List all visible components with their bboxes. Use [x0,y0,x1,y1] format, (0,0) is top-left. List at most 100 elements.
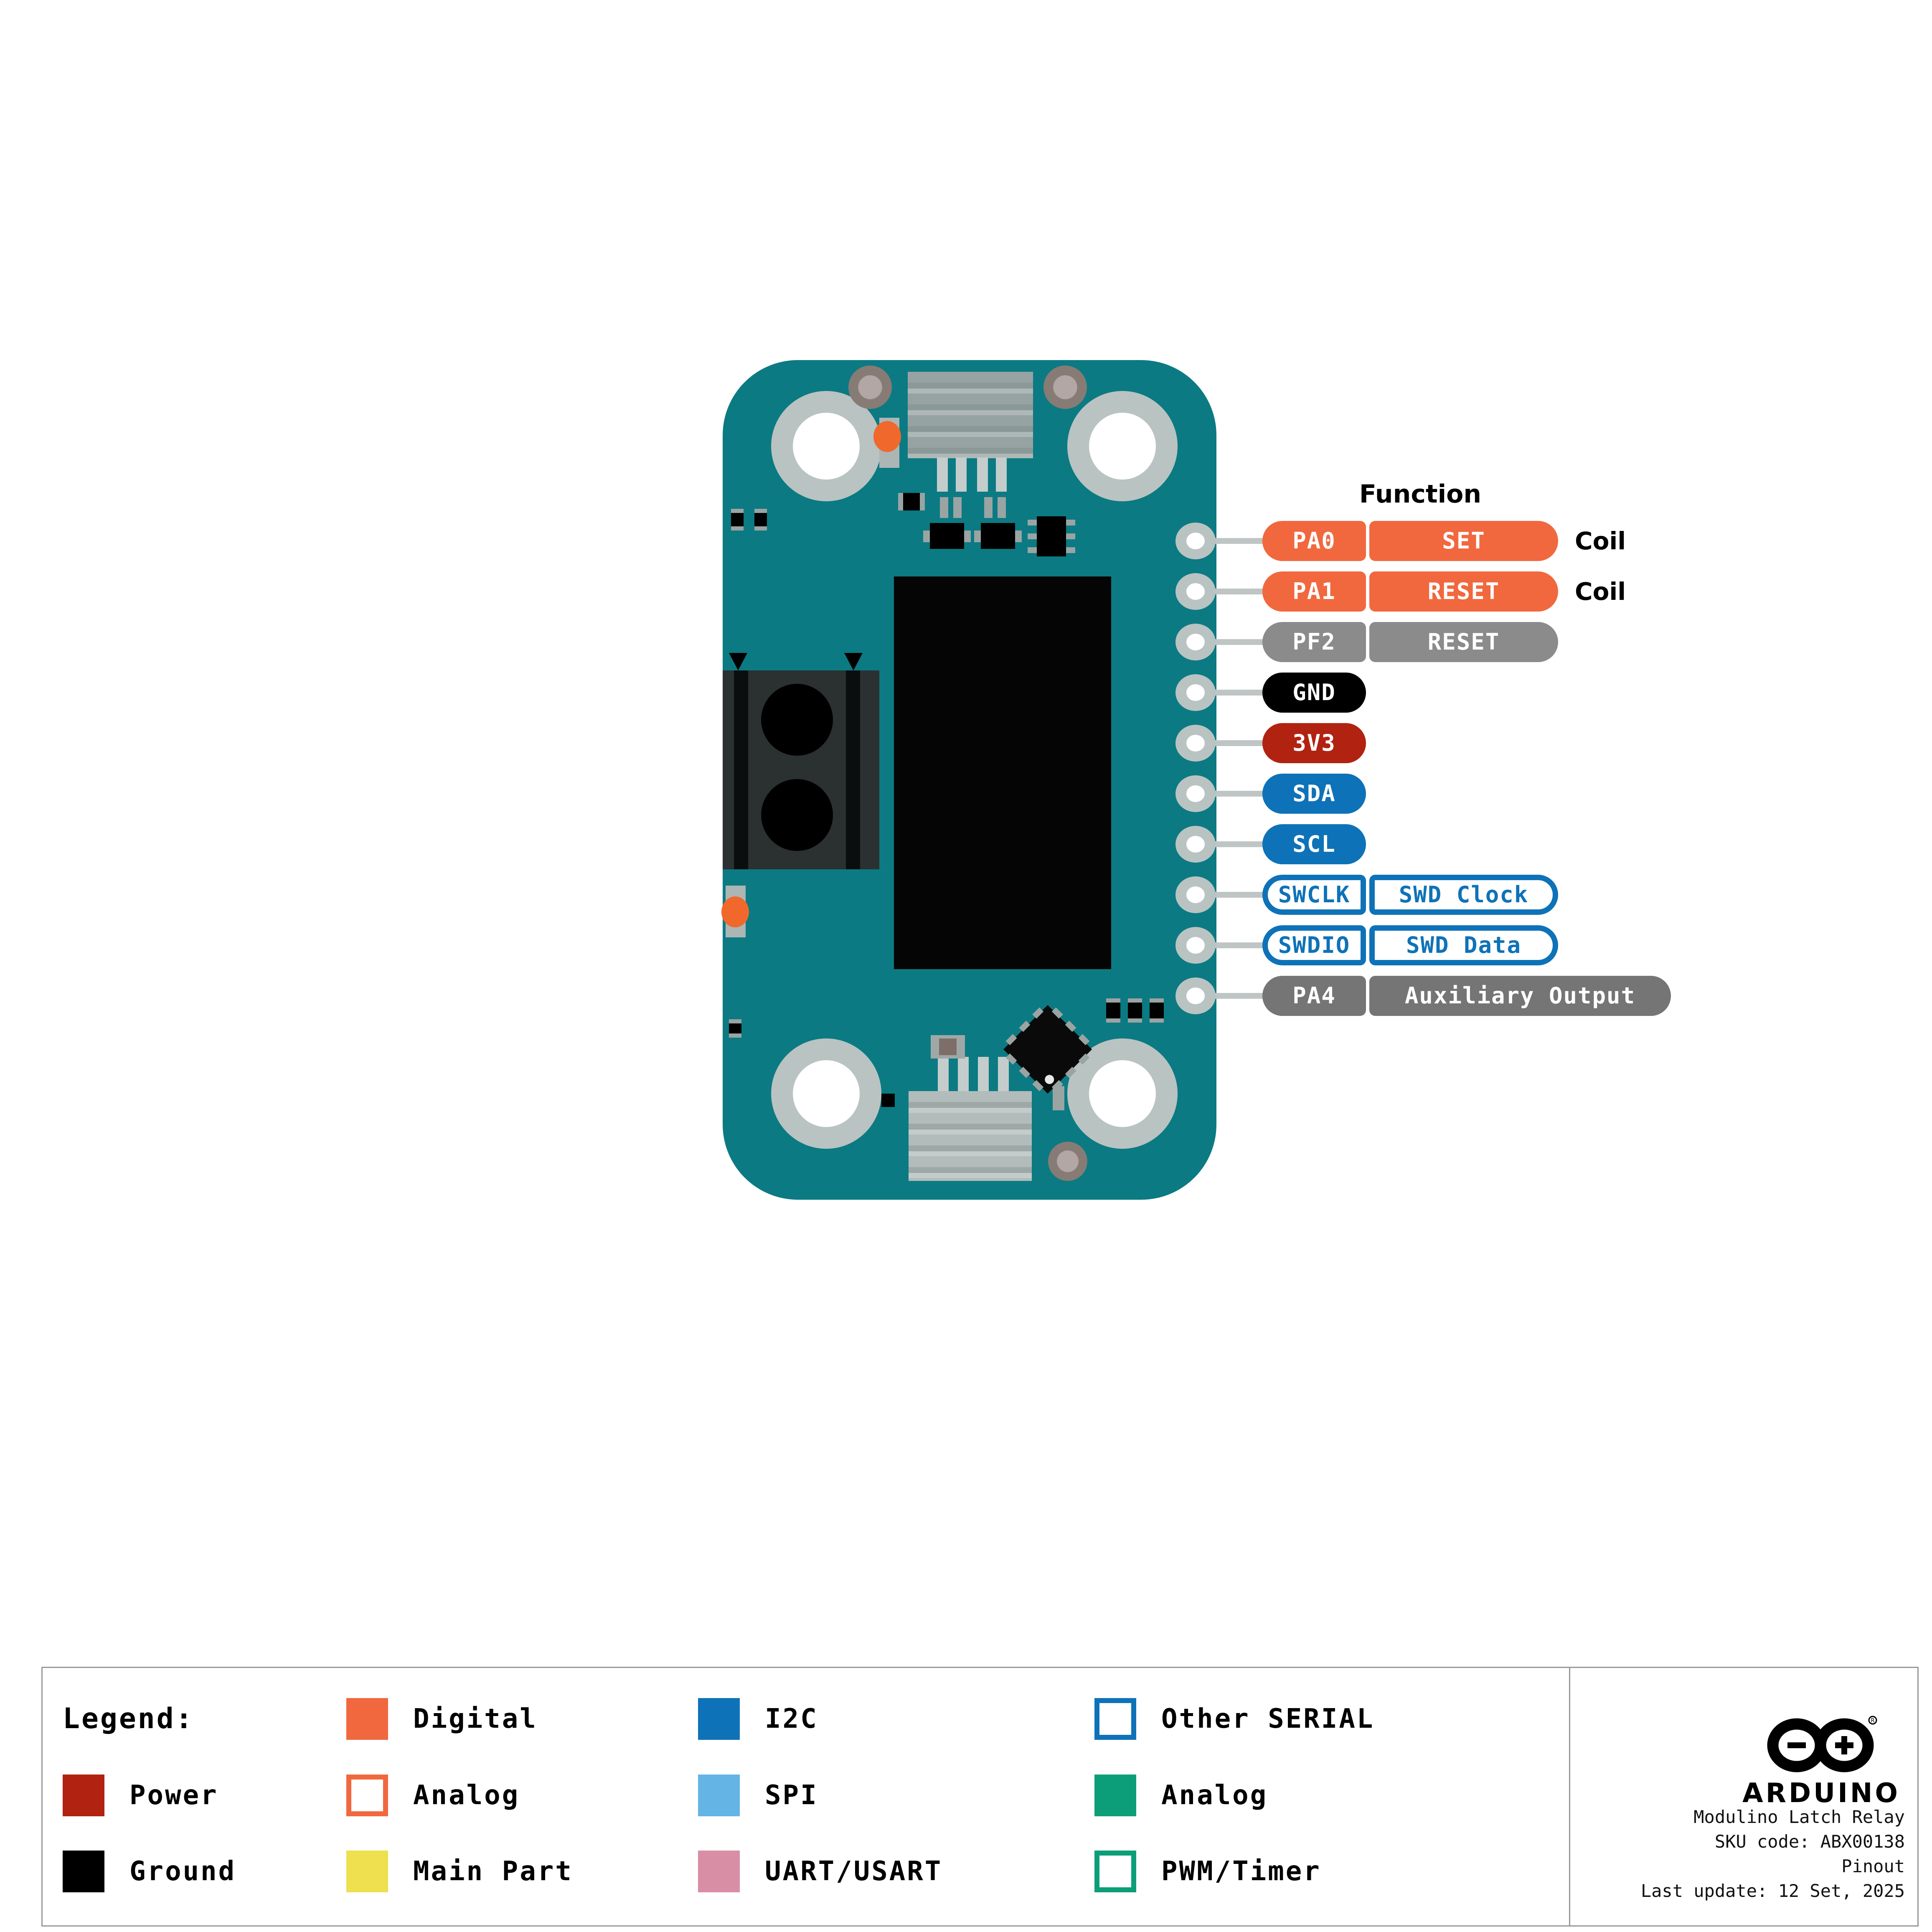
legend-label-power: Power [129,1780,218,1811]
legend-label-i2c: I2C [765,1704,818,1734]
product-name: Modulino Latch Relay [1693,1807,1905,1827]
connector-pin [938,1057,949,1091]
smd-component [998,497,1006,518]
leader-line [1211,841,1266,847]
pad-hole [1186,684,1205,701]
smd-component [984,497,993,518]
legend-swatch-ground [63,1851,104,1892]
pin-name-pf2: PF2 [1262,622,1366,662]
arduino-wordmark: ARDUINO [1742,1778,1900,1809]
solder-pad [1175,573,1216,610]
smd-ic [1028,516,1075,556]
status-led-top [873,421,901,452]
pad-hole [1186,583,1205,600]
resonator-core [939,1038,957,1055]
ic-lead [1028,520,1037,526]
pin-name-scl: SCL [1262,824,1366,864]
connector-pin [998,1057,1009,1091]
terminal-screw-hole [761,779,833,851]
solder-pad [1175,876,1216,913]
legend-swatch-digital [346,1698,388,1740]
legend-swatch-other-serial [1094,1698,1136,1740]
connector-pin [958,1057,969,1091]
legend-divider [1569,1667,1570,1927]
pin-function-swclk: SWD Clock [1369,875,1558,915]
pin-note-coil: Coil [1575,577,1626,606]
solder-pad [1175,927,1216,964]
connector-pin [996,457,1007,492]
solder-pad [1175,523,1216,559]
pad-hole [1186,937,1205,954]
mounting-hole-bore [793,413,860,480]
legend-label-analog-green: Analog [1161,1780,1268,1811]
legend-swatch-analog-outline [346,1775,388,1816]
terminal-marker-triangle [844,653,863,670]
mounting-hole-top-right [1067,391,1178,501]
solder-pad [1175,775,1216,812]
legend-swatch-analog-green [1094,1775,1136,1816]
screw-top-right [1043,366,1087,409]
pin-name-3v3: 3V3 [1262,723,1366,763]
leader-line [1211,589,1266,594]
ic-lead [1028,533,1037,539]
pad-hole [1186,533,1205,549]
legend-swatch-power [63,1775,104,1816]
smd-capacitor [1150,998,1164,1023]
screw-top-left [848,366,892,409]
pin-function-swdio: SWD Data [1369,925,1558,965]
smd-component [940,497,948,518]
latch-relay [894,576,1111,969]
mounting-hole-bore [793,1060,860,1127]
leader-line [1211,993,1266,999]
solder-pad [1175,826,1216,863]
legend-title: Legend: [63,1702,194,1735]
smd-transistor [974,523,1022,549]
solder-pad [1175,624,1216,660]
leader-line [1211,690,1266,696]
pad-hole [1186,735,1205,751]
connector-pin [978,1057,989,1091]
terminal-slot [734,670,748,869]
legend-swatch-pwm-timer [1094,1851,1136,1892]
pin-function-pa4: Auxiliary Output [1369,976,1671,1016]
terminal-screw-hole [761,684,833,756]
solder-pad [1175,977,1216,1014]
smd-component [953,497,962,518]
pad-hole [1186,988,1205,1004]
doc-type: Pinout [1841,1856,1905,1876]
mounting-hole-top-left [771,391,881,501]
qwiic-connector-top [908,372,1033,458]
connector-pin [977,457,988,492]
transistor-lead [964,531,971,542]
smd-component [881,1094,895,1107]
connector-pin [937,457,948,492]
legend-swatch-main-part [346,1851,388,1892]
smd-resonator [931,1035,965,1059]
smd-capacitor [1128,998,1142,1023]
legend-swatch-uart [698,1851,740,1892]
leader-line [1211,639,1266,645]
screw-terminal-block [723,670,879,869]
connector-pin [956,457,967,492]
function-column-header: Function [1359,480,1482,509]
transistor-lead [923,531,930,542]
pad-hole [1186,836,1205,853]
arduino-logo-icon: R [1765,1715,1878,1775]
terminal-marker-triangle [729,653,747,670]
legend-label-spi: SPI [765,1780,818,1811]
sku-code: SKU code: ABX00138 [1714,1831,1905,1852]
mounting-hole-bore [1089,413,1156,480]
pin-name-sda: SDA [1262,774,1366,814]
qwiic-connector-bottom [909,1091,1032,1181]
solder-pad [1175,725,1216,762]
legend-label-ground: Ground [129,1856,236,1887]
legend-label-pwm-timer: PWM/Timer [1161,1856,1321,1887]
legend-label-digital: Digital [413,1704,538,1734]
leader-line [1211,791,1266,797]
pin-name-gnd: GND [1262,673,1366,713]
pin-name-pa0: PA0 [1262,521,1366,561]
leader-line [1211,892,1266,898]
pad-hole [1186,785,1205,802]
pin-note-coil: Coil [1575,527,1626,555]
